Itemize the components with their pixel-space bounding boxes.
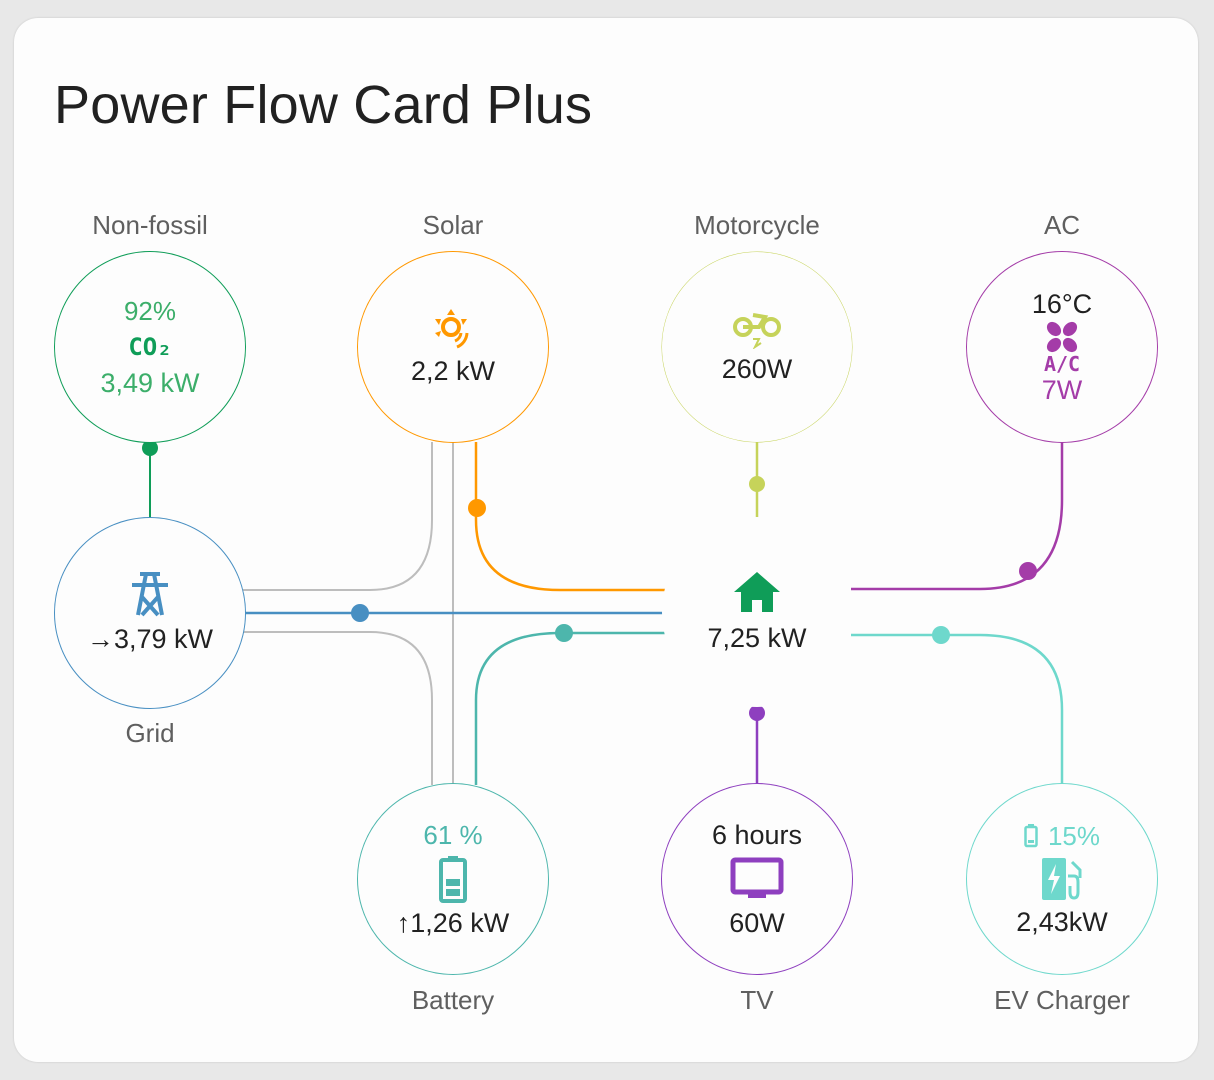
non-fossil-percentage: 92% — [123, 296, 177, 326]
ev-station-icon — [1042, 858, 1082, 900]
non-fossil-node[interactable]: 92% CO₂ 3,49 kW — [55, 252, 245, 442]
motorcycle-label: Motorcycle — [694, 210, 820, 240]
grid-label: Grid — [125, 718, 175, 748]
line-solar-home — [474, 442, 665, 592]
solar-node[interactable]: 2,2 kW — [358, 252, 548, 442]
ev-charger-label: EV Charger — [994, 985, 1130, 1015]
ac-label: AC — [1043, 210, 1081, 240]
tv-label: TV — [740, 985, 774, 1015]
flow-dot-solar — [468, 499, 486, 517]
non-fossil-label: Non-fossil — [92, 210, 208, 240]
co2-icon: CO₂ — [128, 333, 172, 361]
ev-charger-value: 2,43kW — [1016, 907, 1108, 937]
line-battery-home — [474, 631, 665, 785]
ac-icon-text: A/C — [1043, 352, 1081, 376]
tv-duration: 6 hours — [711, 820, 803, 850]
air-conditioner-icon — [1046, 321, 1078, 353]
non-fossil-value: 3,49 kW — [100, 368, 200, 398]
motorcycle-value: 260W — [721, 354, 793, 384]
line-ac-home — [851, 440, 1064, 591]
battery-low-icon — [1024, 824, 1038, 848]
motorcycle-node[interactable]: 260W — [662, 252, 852, 442]
home-node[interactable]: 7,25 kW — [662, 517, 852, 707]
ac-value: 7W — [1041, 375, 1083, 405]
flow-dot-motorcycle — [749, 476, 765, 492]
battery-node[interactable]: 61 % ↑1,26 kW — [358, 784, 548, 974]
line-solar-grid — [243, 442, 433, 591]
grid-value: 3,79 kW — [113, 624, 214, 654]
flow-dot-ev — [932, 626, 950, 644]
flow-dot-tv — [749, 705, 765, 721]
battery-value: 1,26 kW — [410, 908, 510, 938]
solar-label: Solar — [422, 210, 484, 240]
ev-charge-percentage: 15% — [1047, 821, 1101, 851]
card-title: Power Flow Card Plus — [54, 75, 593, 135]
monitor-icon — [730, 857, 784, 898]
motorbike-electric-icon — [733, 313, 781, 349]
ac-temperature: 16°C — [1031, 289, 1093, 319]
battery-percentage: 61 % — [423, 820, 483, 850]
flow-dot-grid — [351, 604, 369, 622]
flow-dot-battery — [555, 624, 573, 642]
line-grid-battery — [243, 631, 433, 785]
flow-dot-nonfossil — [142, 440, 158, 456]
flow-dot-ac — [1019, 562, 1037, 580]
grid-node[interactable]: →3,79 kW — [55, 518, 245, 708]
battery-medium-icon — [439, 856, 467, 903]
home-icon — [734, 572, 780, 612]
transmission-tower-icon — [132, 572, 168, 617]
grid-arrow-icon: → — [86, 624, 114, 654]
tv-node[interactable]: 6 hours 60W — [662, 784, 852, 974]
line-ev-home — [851, 633, 1064, 786]
ac-node[interactable]: 16°C A/C 7W — [967, 252, 1157, 442]
battery-label: Battery — [411, 985, 495, 1015]
solar-power-icon — [435, 309, 469, 349]
battery-arrow-icon: ↑ — [396, 908, 411, 938]
home-value: 7,25 kW — [707, 623, 807, 653]
solar-value: 2,2 kW — [410, 356, 496, 386]
ev-charger-node[interactable]: 15% 2,43kW — [967, 784, 1157, 974]
tv-value: 60W — [729, 908, 785, 938]
